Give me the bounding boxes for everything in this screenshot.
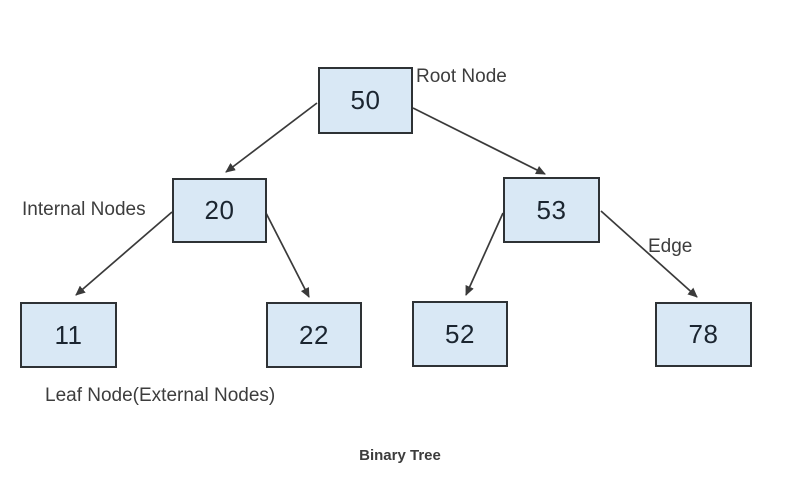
edge-20-11 [75,211,173,296]
internal-nodes-label: Internal Nodes [22,199,146,220]
tree-node-root: 50 [318,67,413,134]
tree-node-leaf-1: 11 [20,302,117,368]
tree-node-leaf-2: 22 [266,302,362,368]
tree-node-leaf-3: 52 [412,301,508,367]
edge-label: Edge [648,236,693,257]
edge-50-20 [225,102,318,173]
leaf-node-label: Leaf Node(External Nodes) [45,385,276,406]
root-node-label: Root Node [416,66,507,87]
tree-node-left-internal: 20 [172,178,267,243]
edge-20-22 [265,212,310,298]
diagram-caption: Binary Tree [359,447,441,464]
edge-50-53 [412,107,546,175]
edge-53-52 [465,212,504,296]
edge-53-78 [600,210,698,298]
tree-node-leaf-4: 78 [655,302,752,367]
tree-node-right-internal: 53 [503,177,600,243]
